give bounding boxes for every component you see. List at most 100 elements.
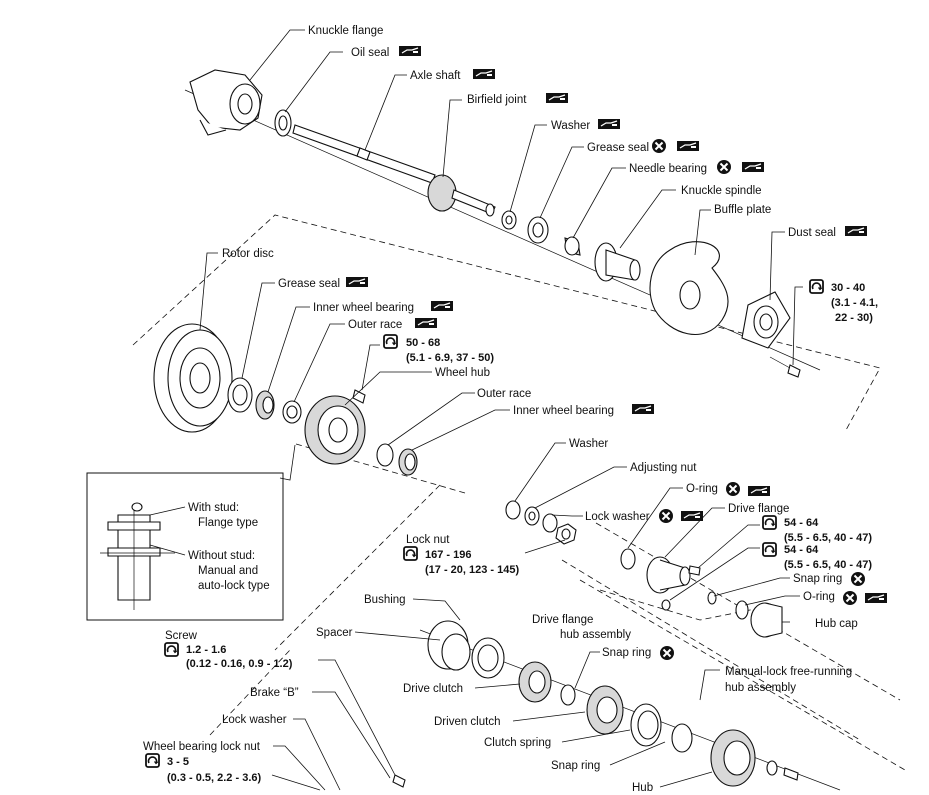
- drive-flange-bolt-part: [661, 565, 701, 611]
- label-manual-lock-2: hub assembly: [725, 682, 796, 694]
- inset-with-stud: With stud:: [188, 502, 239, 514]
- inset-without-stud: Without stud:: [188, 550, 255, 562]
- torque-wrench-icon: [809, 279, 824, 294]
- torque-lock-nut-2: (17 - 20, 123 - 145): [425, 564, 520, 576]
- label-grease-seal-mid: Grease seal: [278, 278, 340, 290]
- label-inner-wheel-bearing-2: Inner wheel bearing: [513, 405, 614, 417]
- outer-race-lower-part: [376, 443, 394, 467]
- label-needle-bearing: Needle bearing: [629, 163, 707, 175]
- label-manual-lock-1: Manual-lock free-running: [725, 666, 852, 678]
- label-hub-cap: Hub cap: [815, 618, 858, 630]
- grease-seal-top-part: [527, 216, 549, 244]
- grease-apply-icon: [398, 45, 422, 57]
- bushing-part: [427, 620, 471, 671]
- needle-bearing-part: [564, 236, 581, 256]
- torque-dust-seal-1: 30 - 40: [831, 282, 865, 294]
- label-spacer: Spacer: [316, 627, 353, 639]
- torque-wheel-bearing-lock-nut-1: 3 - 5: [167, 756, 189, 768]
- snap-ring-1-part: [707, 591, 717, 605]
- inset-labels: With stud: Flange type Without stud: Man…: [188, 502, 270, 592]
- do-not-reuse-icon: [651, 138, 667, 154]
- label-grease-seal-top: Grease seal: [587, 142, 649, 154]
- torque-screw-2: (0.12 - 0.16, 0.9 - 1.2): [186, 658, 293, 670]
- grease-apply-icon: [741, 161, 765, 173]
- rotor-disc-part: [153, 323, 233, 433]
- hub-cap-part: [750, 602, 783, 638]
- driven-clutch-part: [586, 685, 624, 735]
- do-not-reuse-icon: [850, 571, 866, 587]
- label-lock-washer-mid: Lock washer: [585, 511, 650, 523]
- torque-drive-flange-1a: 54 - 64: [784, 517, 819, 529]
- inset-manual-and: Manual and: [198, 565, 258, 577]
- grease-seal-mid-part: [227, 377, 253, 413]
- label-dust-seal: Dust seal: [788, 227, 836, 239]
- grease-apply-icon: [545, 92, 569, 104]
- label-knuckle-flange: Knuckle flange: [308, 25, 383, 37]
- label-knuckle-spindle: Knuckle spindle: [681, 185, 762, 197]
- torque-drive-flange-2b: (5.5 - 6.5, 40 - 47): [784, 559, 872, 571]
- o-ring-part: [620, 548, 636, 570]
- grease-apply-icon: [631, 403, 655, 415]
- label-outer-race-2: Outer race: [477, 388, 531, 400]
- label-brake-b: Brake “B”: [250, 687, 299, 699]
- snap-ring-3-part: [671, 723, 693, 753]
- grease-apply-icon: [747, 485, 771, 497]
- inner-wheel-bearing-part: [255, 390, 275, 420]
- leader-lines: [149, 29, 803, 791]
- inset-flange-type: Flange type: [198, 517, 258, 529]
- torque-drive-flange-2a: 54 - 64: [784, 544, 819, 556]
- inset-auto-lock-type: auto-lock type: [198, 580, 270, 592]
- knuckle-spindle-part: [594, 242, 641, 282]
- spacer-part: [471, 637, 505, 679]
- grease-apply-icon: [864, 592, 888, 604]
- do-not-reuse-icon: [659, 645, 675, 661]
- washer-part: [501, 210, 517, 230]
- label-snap-ring-1: Snap ring: [793, 573, 842, 585]
- grease-apply-icon: [414, 317, 438, 329]
- label-snap-ring-3: Snap ring: [551, 760, 600, 772]
- label-drive-flange: Drive flange: [728, 503, 789, 515]
- axle-shaft-part: [292, 124, 436, 184]
- label-adjusting-nut: Adjusting nut: [630, 462, 697, 474]
- grease-apply-icon: [680, 510, 704, 522]
- birfield-joint-part: [427, 174, 496, 217]
- hub-part: [710, 729, 756, 787]
- label-bushing: Bushing: [364, 594, 406, 606]
- torque-wrench-icon: [164, 642, 179, 657]
- label-axle-shaft: Axle shaft: [410, 70, 461, 82]
- drive-clutch-part: [518, 661, 552, 703]
- label-washer-mid: Washer: [569, 438, 608, 450]
- torque-lock-nut-1: 167 - 196: [425, 549, 471, 561]
- torque-wheel-bearing-lock-nut-2: (0.3 - 0.5, 2.2 - 3.6): [167, 772, 261, 784]
- torque-wrench-icon: [145, 753, 160, 768]
- torque-wrench-icon: [762, 542, 777, 557]
- clutch-spring-part: [630, 703, 662, 747]
- label-inner-wheel-bearing-1: Inner wheel bearing: [313, 302, 414, 314]
- torque-dust-seal-2: (3.1 - 4.1,: [831, 297, 878, 309]
- torque-wrench-icon: [762, 515, 777, 530]
- torque-wrench-icon: [383, 334, 398, 349]
- buffle-plate-part: [649, 241, 729, 336]
- lock-nut-part: [555, 523, 577, 545]
- label-buffle-plate: Buffle plate: [714, 204, 771, 216]
- torque-screw-1: 1.2 - 1.6: [186, 644, 226, 656]
- grease-apply-icon: [844, 225, 868, 237]
- do-not-reuse-icon: [725, 481, 741, 497]
- washer-mid-part: [505, 500, 521, 520]
- wheel-hub-bolt-part: [352, 389, 366, 404]
- label-wheel-bearing-lock-nut: Wheel bearing lock nut: [143, 741, 261, 753]
- part-labels: Knuckle flange Oil seal Axle shaft Birfi…: [143, 25, 858, 794]
- label-driven-clutch: Driven clutch: [434, 716, 500, 728]
- label-o-ring-2: O-ring: [803, 591, 835, 603]
- label-drive-flange-hub-assembly-1: Drive flange: [532, 614, 593, 626]
- do-not-reuse-icon: [658, 508, 674, 524]
- label-drive-flange-hub-assembly-2: hub assembly: [560, 629, 631, 641]
- grease-apply-icon: [345, 276, 369, 288]
- do-not-reuse-icon: [716, 159, 732, 175]
- dust-seal-bolt-part: [769, 356, 801, 378]
- label-clutch-spring: Clutch spring: [484, 737, 551, 749]
- torque-wheel-hub-2: (5.1 - 6.9, 37 - 50): [406, 352, 494, 364]
- label-birfield-joint: Birfield joint: [467, 94, 527, 106]
- dust-seal-part: [741, 291, 791, 349]
- label-washer-top: Washer: [551, 120, 590, 132]
